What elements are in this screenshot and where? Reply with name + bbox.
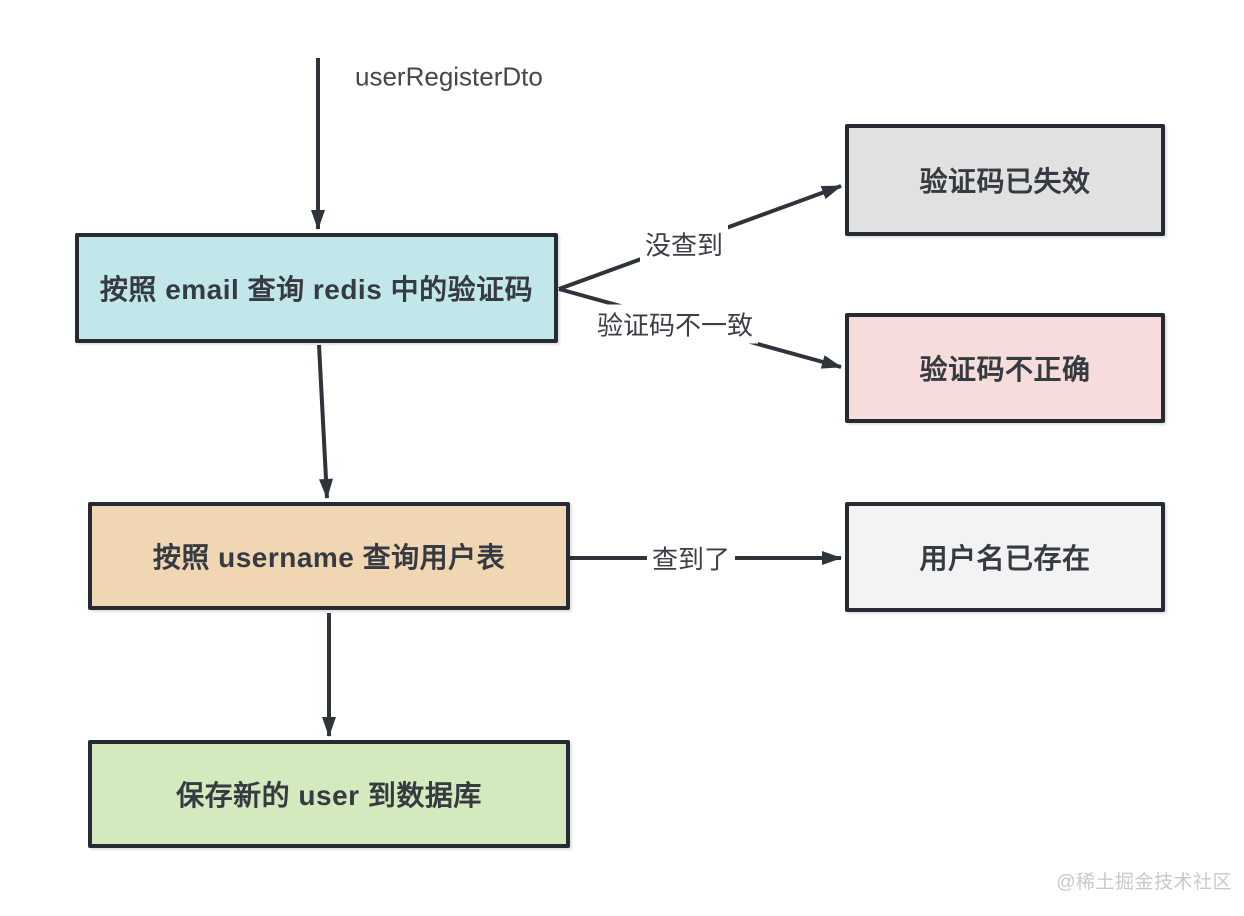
node-code-expired: 验证码已失效 xyxy=(845,124,1165,236)
node-query-redis-by-email: 按照 email 查询 redis 中的验证码 xyxy=(75,233,558,343)
edge-label-not-found: 没查到 xyxy=(639,224,729,264)
node-label-code-expired: 验证码已失效 xyxy=(919,166,1091,197)
edge-label-found: 查到了 xyxy=(646,538,736,578)
node-query-user-table: 按照 username 查询用户表 xyxy=(88,502,570,610)
node-label-code-incorrect: 验证码不正确 xyxy=(919,354,1091,385)
node-label-query-user-table: 按照 username 查询用户表 xyxy=(152,542,506,573)
node-label-username-exists: 用户名已存在 xyxy=(919,543,1091,574)
watermark: @稀土掘金技术社区 xyxy=(1056,872,1232,893)
arrow-query-redis-to-query-user-table xyxy=(317,344,333,499)
node-label-save-user: 保存新的 user 到数据库 xyxy=(176,780,482,811)
edge-label-input-dto: userRegisterDto xyxy=(355,61,543,92)
edge-label-code-mismatch: 验证码不一致 xyxy=(591,304,759,344)
node-username-exists: 用户名已存在 xyxy=(845,502,1165,612)
node-save-user: 保存新的 user 到数据库 xyxy=(88,740,570,848)
node-code-incorrect: 验证码不正确 xyxy=(845,313,1165,423)
node-label-query-redis: 按照 email 查询 redis 中的验证码 xyxy=(99,274,534,305)
